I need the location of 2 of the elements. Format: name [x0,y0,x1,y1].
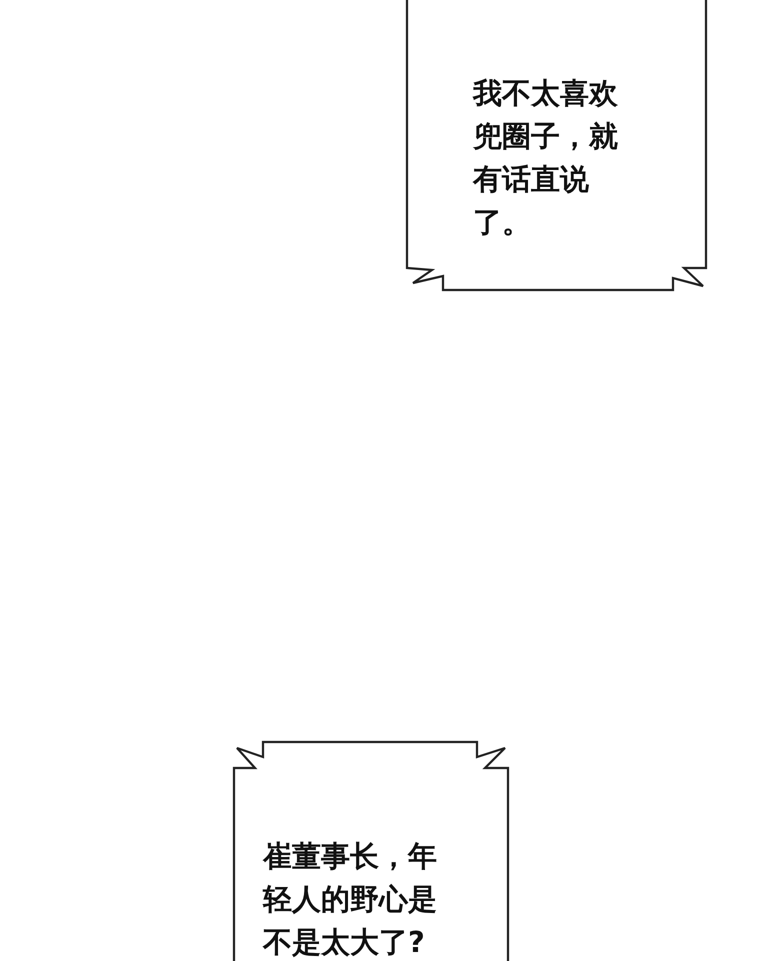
speech-text: 我不太喜欢兜圈子，就有话直说了。 [473,75,619,241]
speech-text: 崔董事长，年轻人的野心是不是太大了? [263,838,438,961]
